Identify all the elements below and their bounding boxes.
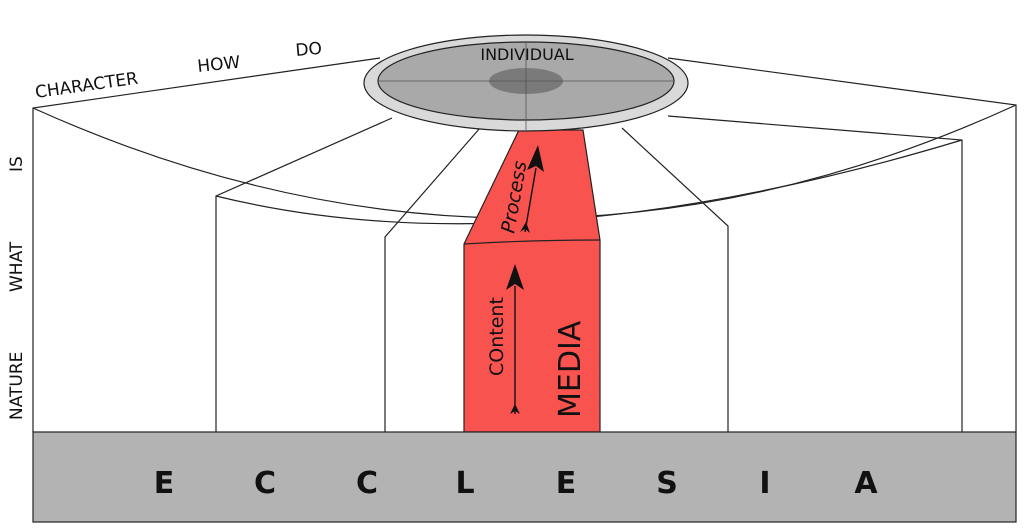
base-letter: C	[254, 466, 276, 501]
what-label: WHAT	[7, 241, 27, 292]
individual-label: INDIVIDUAL	[480, 45, 573, 64]
character-label: CHARACTER	[34, 69, 140, 103]
content-arrow-tail-icon	[510, 404, 520, 414]
media-label: MEDIA	[553, 320, 588, 418]
radial-line-1	[215, 117, 393, 432]
base-letter: C	[356, 466, 378, 501]
frame-left-edge	[32, 57, 381, 432]
base-letter: E	[556, 466, 577, 501]
nature-label: NATURE	[7, 352, 27, 420]
radial-line-4	[667, 115, 963, 432]
process-arrow-shaft	[524, 167, 537, 233]
is-label: IS	[7, 156, 27, 172]
frame-right-edge	[667, 57, 1017, 432]
do-label: DO	[295, 39, 323, 61]
process-arrow-head-icon	[527, 145, 544, 172]
base-letter: S	[656, 466, 678, 501]
channel-divider	[463, 239, 601, 245]
base-letter: I	[759, 466, 770, 501]
how-label: HOW	[196, 53, 241, 77]
radial-line-3	[621, 127, 729, 432]
radial-line-2	[384, 127, 481, 432]
process-arrow-tail-icon	[520, 222, 530, 233]
base-letter: L	[455, 466, 474, 501]
content-arrow-head-icon	[506, 264, 524, 290]
ecclesia-base	[32, 431, 1017, 523]
content-label: COntent	[486, 297, 508, 376]
base-letter: E	[154, 466, 175, 501]
base-letter: A	[854, 466, 878, 501]
ecclesia-letters: E C C L E S I A	[154, 466, 879, 501]
